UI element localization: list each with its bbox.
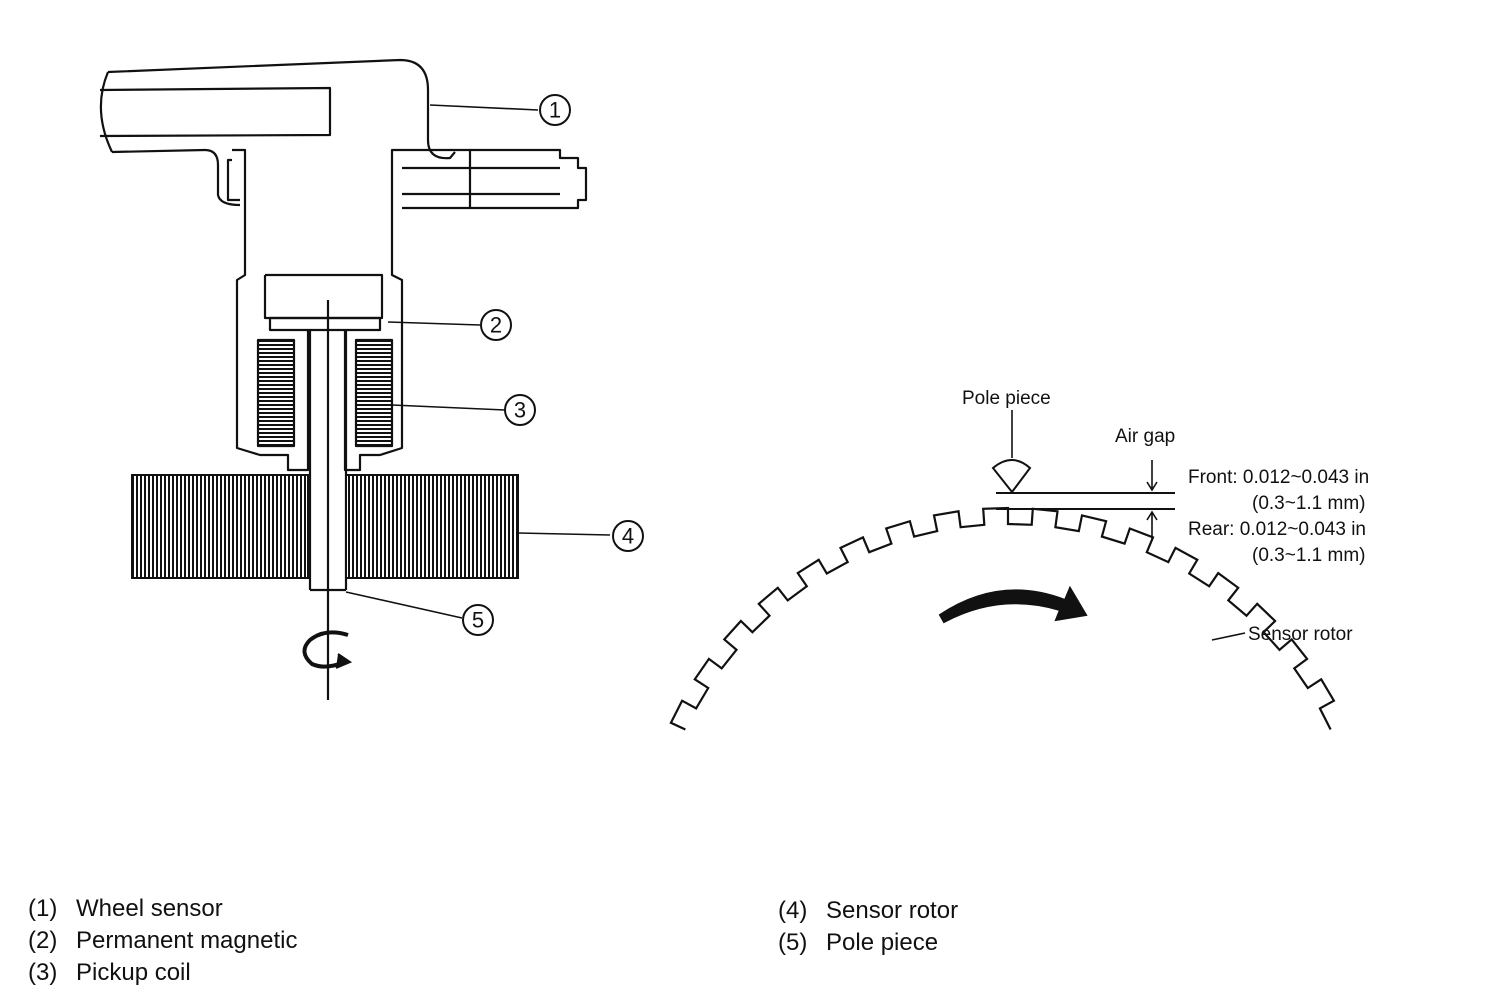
legend-item: (4) Sensor rotor <box>778 895 958 927</box>
rear-gap-mm: (0.3~1.1 mm) <box>1252 545 1366 566</box>
legend-item: (5) Pole piece <box>778 927 958 959</box>
callout-3: 3 <box>504 394 536 426</box>
legend-text: Wheel sensor <box>76 895 223 922</box>
svg-text:4: 4 <box>622 524 634 549</box>
wheel-sensor-cross-section <box>99 58 588 700</box>
legend-item: (2) Permanent magnetic <box>28 925 297 957</box>
svg-text:1: 1 <box>549 98 561 123</box>
legend-left: (1) Wheel sensor (2) Permanent magnetic (3… <box>28 893 297 989</box>
pole-piece-tip <box>991 459 1032 494</box>
rear-gap-label: Rear: 0.012~0.043 in <box>1188 519 1366 540</box>
sensor-cable <box>107 58 456 160</box>
svg-text:3: 3 <box>514 398 526 423</box>
rotation-arrow-icon <box>302 630 353 669</box>
callout-4: 4 <box>612 520 644 552</box>
permanent-magnet <box>268 316 382 332</box>
callout-1: 1 <box>539 94 571 126</box>
callout-5: 5 <box>462 604 494 636</box>
legend-item: (1) Wheel sensor <box>28 893 297 925</box>
legend-number: (1) <box>28 895 58 922</box>
pickup-coil-left <box>256 338 296 448</box>
pole-piece-label: Pole piece <box>962 388 1051 409</box>
callout-2: 2 <box>480 309 512 341</box>
legend-number: (3) <box>28 959 58 986</box>
legend-text: Sensor rotor <box>826 897 959 924</box>
sensor-housing <box>232 148 310 472</box>
legend-text: Pickup coil <box>76 959 191 986</box>
front-gap-mm: (0.3~1.1 mm) <box>1252 493 1366 514</box>
pickup-coil-right <box>354 338 394 448</box>
sensor-rotor-teeth <box>669 506 1336 731</box>
sensor-connector <box>402 148 588 210</box>
legend-right: (4) Sensor rotor (5) Pole piece <box>778 895 958 959</box>
svg-text:5: 5 <box>472 608 484 633</box>
front-gap-label: Front: 0.012~0.043 in <box>1188 467 1369 488</box>
legend-text: Permanent magnetic <box>76 927 298 954</box>
legend-number: (4) <box>778 897 808 924</box>
legend-number: (5) <box>778 929 808 956</box>
svg-text:2: 2 <box>490 313 502 338</box>
legend-number: (2) <box>28 927 58 954</box>
legend-item: (3) Pickup coil <box>28 957 297 989</box>
toothed-rotor-diagram <box>669 410 1336 731</box>
sensor-rotor-label: Sensor rotor <box>1248 624 1353 645</box>
sensor-rotor-left <box>131 474 309 579</box>
sensor-rotor-right <box>345 474 519 579</box>
air-gap-label: Air gap <box>1115 426 1175 447</box>
rotation-direction-arrow <box>938 585 1088 624</box>
legend-text: Pole piece <box>826 929 939 956</box>
